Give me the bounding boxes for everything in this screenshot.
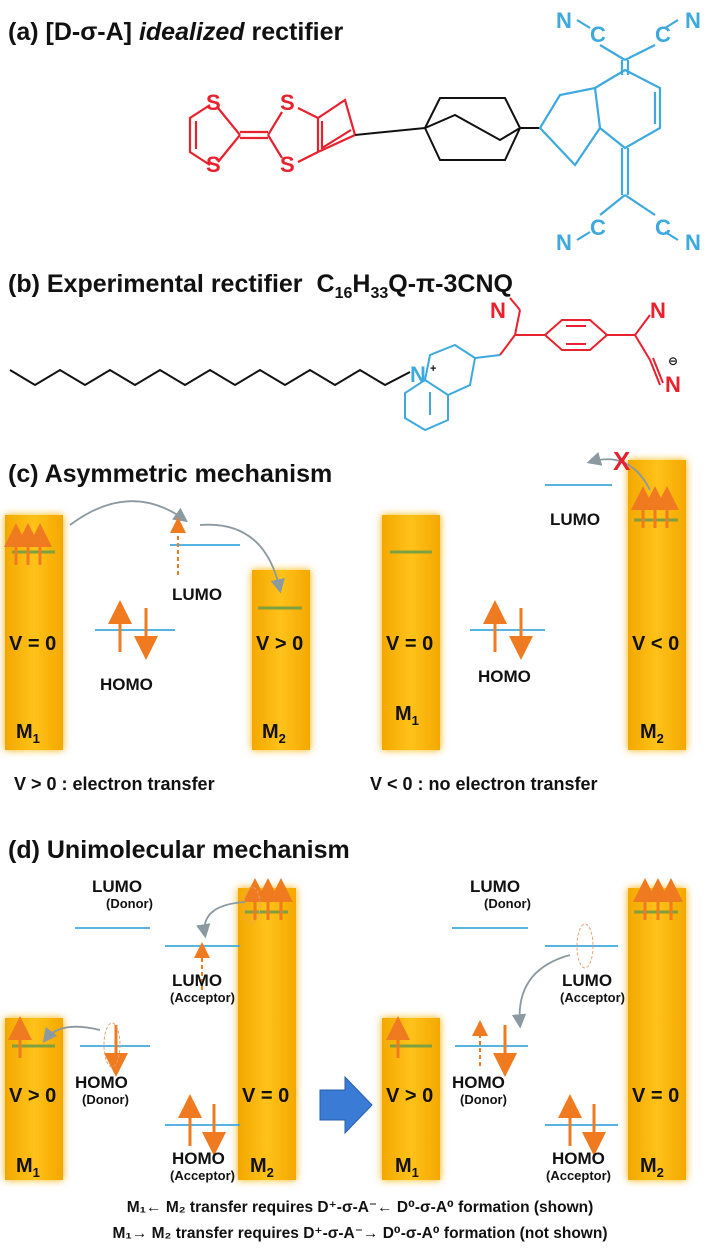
transfer-arrow bbox=[196, 901, 246, 939]
lumo-donor-label: LUMO bbox=[92, 877, 142, 896]
transfer-arrow bbox=[511, 954, 571, 1029]
m1-label: M1 bbox=[395, 1155, 419, 1180]
m1-voltage: V = 0 bbox=[9, 633, 56, 655]
nitrogen-atom: N bbox=[490, 298, 506, 323]
panel-d: (d) Unimolecular mechanism LUMO (Donor) … bbox=[5, 836, 686, 1242]
nitrogen-atom: N bbox=[410, 362, 426, 387]
acceptor-3cnq-structure bbox=[499, 297, 664, 386]
transfer-arrow bbox=[69, 500, 188, 526]
panel-c-left: LUMO HOMO V = 0 V > 0 M1 M2 V > 0 : elec… bbox=[4, 500, 310, 794]
homo-acceptor-label: HOMO bbox=[172, 1149, 225, 1168]
homo-acceptor-label: HOMO bbox=[552, 1149, 605, 1168]
homo-label: HOMO bbox=[478, 667, 531, 686]
quinolinium-structure bbox=[404, 343, 501, 432]
sulfur-atom: S bbox=[280, 90, 295, 115]
transfer-arrow bbox=[199, 523, 285, 594]
homo-acceptor-sub: (Acceptor) bbox=[170, 1168, 235, 1183]
panel-c-right: X LUMO HOMO V = 0 V < 0 M1 M2 V < 0 : no… bbox=[370, 446, 686, 794]
nitrogen-atom: N bbox=[665, 372, 681, 397]
panel-d-left: LUMO (Donor) LUMO (Acceptor) HOMO (Donor… bbox=[5, 877, 296, 1183]
donor-ttf-structure bbox=[188, 98, 357, 166]
hole-ellipse bbox=[103, 1022, 121, 1068]
sigma-bridge-structure bbox=[354, 97, 540, 161]
charge-minus: ⊖ bbox=[668, 354, 678, 368]
m2-voltage: V = 0 bbox=[242, 1085, 289, 1107]
nitrogen-atom: N bbox=[556, 8, 572, 33]
panel-a: (a) [D-σ-A] idealized rectifier S S S S bbox=[8, 8, 701, 255]
lumo-acceptor-label: LUMO bbox=[562, 971, 612, 990]
m2-label: M2 bbox=[262, 721, 286, 746]
m2-label: M2 bbox=[250, 1155, 274, 1180]
panel-a-title: (a) [D-σ-A] idealized rectifier bbox=[8, 18, 343, 46]
panel-c: (c) Asymmetric mechanism LUMO HOMO V = 0… bbox=[4, 446, 686, 794]
homo-donor-label: HOMO bbox=[452, 1073, 505, 1092]
hole-ellipse bbox=[243, 886, 261, 924]
blocked-transfer-arrow bbox=[586, 452, 651, 491]
homo-label: HOMO bbox=[100, 675, 153, 694]
carbon-atom: C bbox=[590, 215, 606, 240]
panel-c-left-caption: V > 0 : electron transfer bbox=[14, 774, 215, 794]
lumo-acceptor-sub: (Acceptor) bbox=[170, 990, 235, 1005]
carbon-atom: C bbox=[655, 215, 671, 240]
m1-voltage: V = 0 bbox=[386, 633, 433, 655]
panel-d-title: (d) Unimolecular mechanism bbox=[8, 836, 350, 864]
nitrogen-atom: N bbox=[685, 8, 701, 33]
carbon-atom: C bbox=[655, 22, 671, 47]
sequence-arrow bbox=[319, 1075, 373, 1135]
lumo-acceptor-label: LUMO bbox=[172, 971, 222, 990]
m1-label: M1 bbox=[395, 703, 419, 728]
nitrogen-atom: N bbox=[685, 230, 701, 255]
electrode-m1 bbox=[382, 515, 440, 750]
sulfur-atom: S bbox=[206, 90, 221, 115]
lumo-acceptor-sub: (Acceptor) bbox=[560, 990, 625, 1005]
homo-acceptor-sub: (Acceptor) bbox=[546, 1168, 611, 1183]
homo-donor-sub: (Donor) bbox=[460, 1092, 507, 1107]
charge-plus: + bbox=[430, 363, 436, 375]
electrode-m2 bbox=[628, 888, 686, 1180]
m2-label: M2 bbox=[640, 1155, 664, 1180]
homo-donor-sub: (Donor) bbox=[82, 1092, 129, 1107]
electrode-m2 bbox=[252, 570, 310, 750]
panel-d-caption-1: M₁← M₂ transfer requires D⁺-σ-A⁻← D⁰-σ-A… bbox=[127, 1199, 594, 1216]
panel-c-right-caption: V < 0 : no electron transfer bbox=[370, 774, 598, 794]
electrode-m2 bbox=[238, 888, 296, 1180]
panel-c-title: (c) Asymmetric mechanism bbox=[8, 460, 332, 488]
m2-label: M2 bbox=[640, 721, 664, 746]
lumo-donor-label: LUMO bbox=[470, 877, 520, 896]
blocked-x-mark: X bbox=[613, 446, 631, 476]
panel-d-right: LUMO (Donor) LUMO (Acceptor) HOMO (Donor… bbox=[382, 877, 686, 1183]
m1-voltage: V > 0 bbox=[386, 1085, 433, 1107]
lumo-donor-sub: (Donor) bbox=[106, 896, 153, 911]
m1-voltage: V > 0 bbox=[9, 1085, 56, 1107]
alkyl-chain bbox=[9, 368, 411, 387]
panel-d-caption-2: M₁→ M₂ transfer requires D⁺-σ-A⁻→ D⁰-σ-A… bbox=[113, 1225, 608, 1242]
m2-voltage: V < 0 bbox=[632, 633, 679, 655]
acceptor-tcnq-structure bbox=[538, 19, 679, 241]
electrode-m2 bbox=[628, 460, 686, 750]
m2-voltage: V > 0 bbox=[256, 633, 303, 655]
nitrogen-atom: N bbox=[650, 298, 666, 323]
m1-label: M1 bbox=[16, 1155, 40, 1180]
hole-ellipse bbox=[576, 923, 594, 969]
m1-label: M1 bbox=[16, 721, 40, 746]
nitrogen-atom: N bbox=[556, 230, 572, 255]
transfer-arrow bbox=[42, 1025, 101, 1043]
homo-donor-label: HOMO bbox=[75, 1073, 128, 1092]
carbon-atom: C bbox=[590, 22, 606, 47]
sulfur-atom: S bbox=[206, 152, 221, 177]
lumo-donor-sub: (Donor) bbox=[484, 896, 531, 911]
m2-voltage: V = 0 bbox=[632, 1085, 679, 1107]
lumo-label: LUMO bbox=[550, 510, 600, 529]
lumo-label: LUMO bbox=[172, 585, 222, 604]
sulfur-atom: S bbox=[280, 152, 295, 177]
